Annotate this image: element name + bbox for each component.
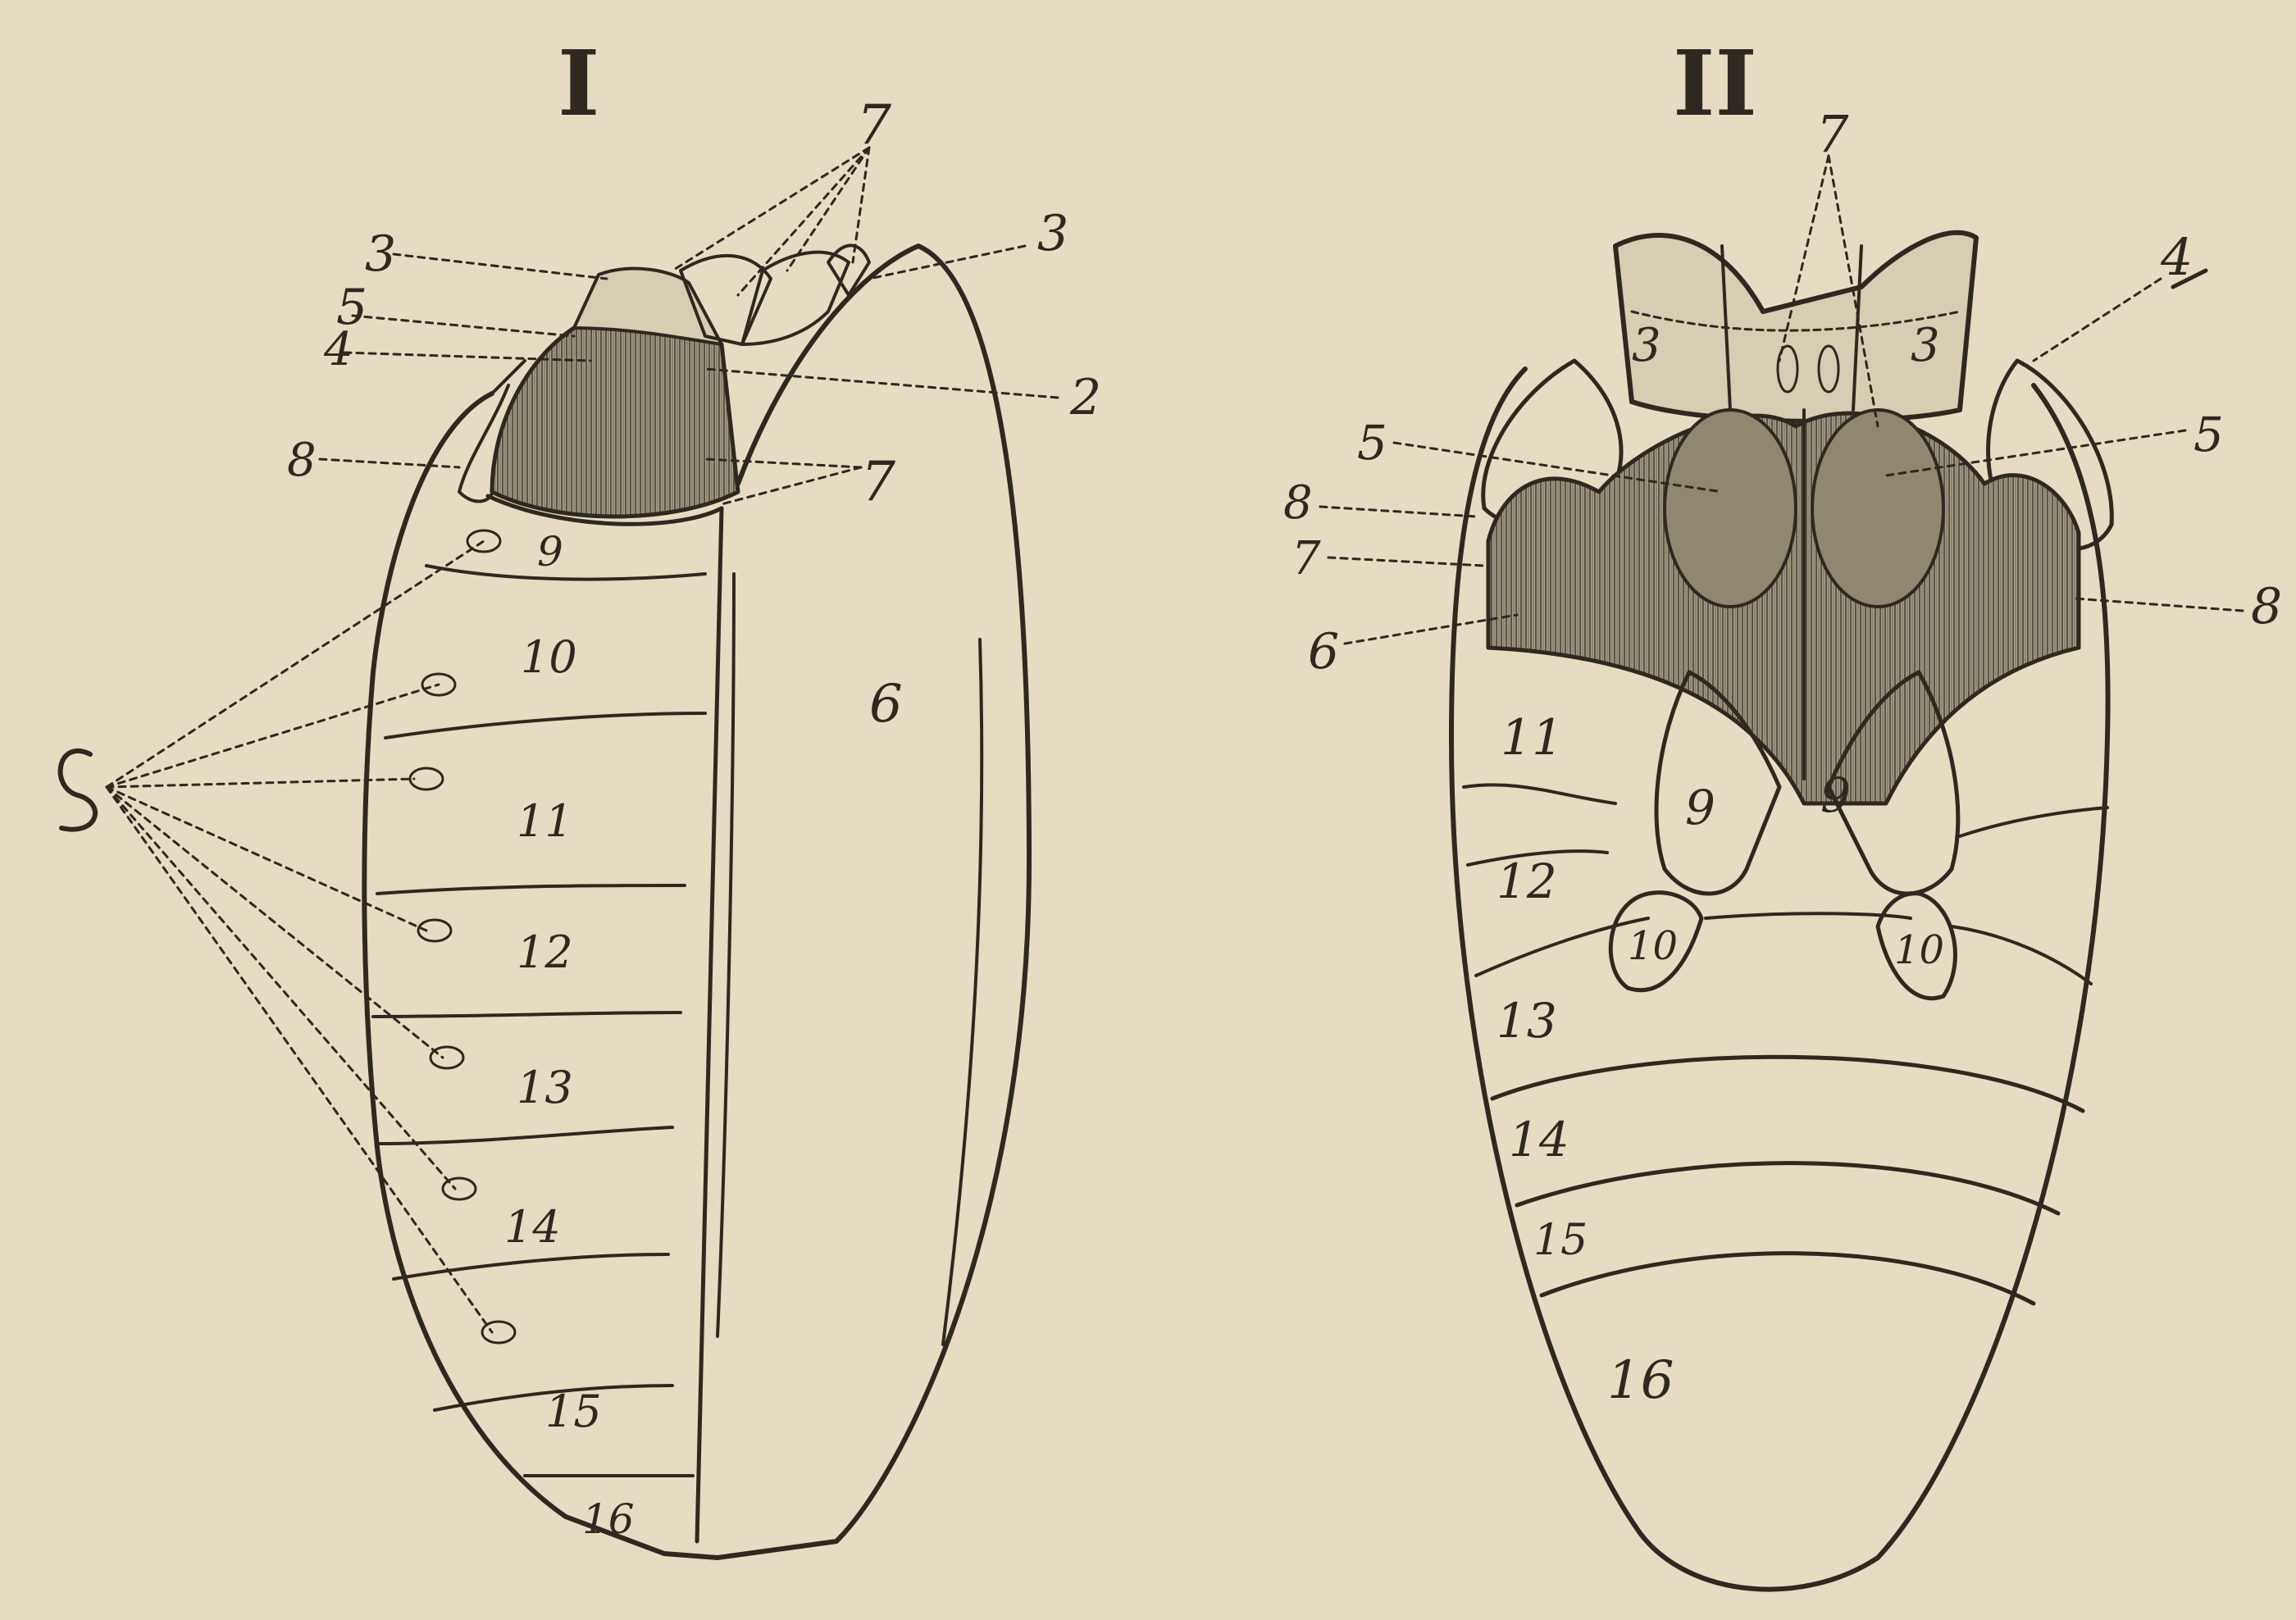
figure-two-title: II (1673, 30, 1757, 136)
figure-one-title: I (558, 30, 599, 136)
figure-two-callout: 8 (2251, 578, 2282, 635)
figure-two-part: 16 (1607, 1350, 1674, 1411)
figure-one-s-label: 5 (33, 752, 85, 848)
figure-one-segment-line (394, 1254, 668, 1279)
figure-one-part: 11 (517, 795, 573, 847)
figure-two-callout: 6 (1308, 623, 1339, 680)
figure-two-callout: 4 (2160, 227, 2193, 287)
figure-one-elytron (718, 246, 1029, 1558)
figure-two-part: 10 (1894, 927, 1944, 973)
figure-two-part: 9 (1820, 767, 1851, 823)
figure-two-part: 14 (1509, 1112, 1569, 1167)
figure-one-part: 13 (517, 1062, 573, 1113)
figure-two-part: 13 (1496, 993, 1557, 1049)
figure-one-part: 6 (869, 674, 903, 735)
figure-two-part: 11 (1501, 709, 1563, 767)
figure-two-part: 15 (1533, 1216, 1588, 1265)
figure-two-right-oval (1812, 410, 1943, 607)
figure-one-midline (697, 508, 722, 1541)
figure-one-callout: 3 (1037, 205, 1068, 262)
figure-one-labels: I 7 3 3 5 4 2 8 7 5 6 9 10 11 12 13 14 1… (33, 30, 1101, 1543)
figure-one-callout: 7 (861, 450, 895, 513)
figure-one-segment-line (426, 566, 705, 580)
figure-one-callout: 2 (1069, 369, 1101, 426)
figure-two-segment-line (1492, 1057, 2083, 1111)
figure-one-part: 16 (582, 1495, 635, 1543)
figure-two-left-oval (1665, 410, 1796, 607)
figure-two (1320, 156, 2243, 1590)
figure-one-segment-line (385, 713, 705, 738)
figure-one-spiracle-leaders (107, 541, 492, 1332)
figure-one-callout: 7 (857, 93, 891, 157)
figure-one-callout: 8 (287, 434, 317, 487)
figure-one (61, 148, 1058, 1558)
figure-two-segment-line (1952, 926, 2091, 984)
figure-two-segment-line (1960, 808, 2107, 836)
figure-one-part: 12 (517, 926, 573, 978)
figure-one-segment-line (373, 1012, 681, 1017)
figure-two-part: 9 (1685, 780, 1715, 835)
figure-two-segment-line (1542, 1254, 2034, 1304)
figure-one-part: 15 (545, 1386, 602, 1437)
figure-one-leg-c (828, 245, 869, 295)
figure-one-part: 9 (537, 528, 563, 576)
figure-two-segment-line (1517, 1163, 2058, 1213)
figure-one-spiracle (418, 920, 451, 941)
figure-one-inner-line (718, 574, 734, 1336)
figure-two-callout: 8 (1283, 476, 1313, 530)
figure-two-callout: 5 (2194, 407, 2224, 462)
figure-two-part: 10 (1628, 923, 1678, 969)
figure-one-part: 10 (521, 631, 577, 683)
figure-one-segment-line (377, 1127, 672, 1144)
figure-two-callout: 7 (1292, 532, 1321, 585)
figure-two-segment-line (1464, 785, 1615, 803)
figure-two-part: 3 (1632, 319, 1661, 372)
figure-two-part: 12 (1496, 853, 1557, 909)
figure-one-elytron-edge (943, 639, 982, 1345)
figure-one-pronotum (492, 325, 738, 516)
figure-two-callout: 7 (1816, 104, 1849, 164)
figure-one-segment-line (377, 885, 685, 894)
figure-two-part: 3 (1911, 319, 1940, 372)
figure-one-part: 14 (504, 1201, 561, 1253)
figure-one-callout: 4 (323, 323, 353, 376)
figure-two-segment-line (1476, 918, 1648, 976)
figure-two-callout: 5 (1357, 415, 1387, 471)
figure-one-callout: 3 (365, 225, 396, 283)
